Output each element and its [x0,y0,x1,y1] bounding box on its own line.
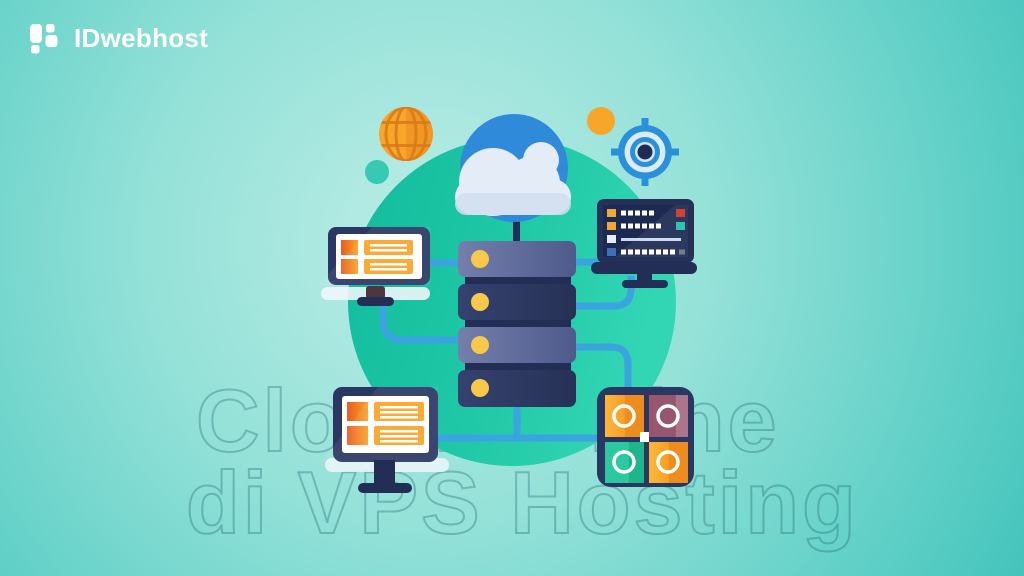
target-icon [611,118,679,186]
globe-icon [379,107,433,161]
teal-dot [365,160,389,184]
code-monitor-icon [591,199,697,288]
idwebhost-blocks-icon [30,24,58,54]
idwebhost-logo: IDwebhost [30,22,208,54]
connection-lines [379,258,635,442]
server-stack-icon [458,241,576,407]
watermark-line2: di VPS Hosting [185,453,859,552]
brand-name: IDwebhost [74,22,209,53]
app-grid-icon [597,387,694,487]
cloud-icon [455,114,571,222]
monitor-top-left-icon [318,227,430,306]
yellow-dot [587,107,615,135]
monitor-bottom-left-icon [322,387,449,493]
cloud-stem [513,196,520,250]
